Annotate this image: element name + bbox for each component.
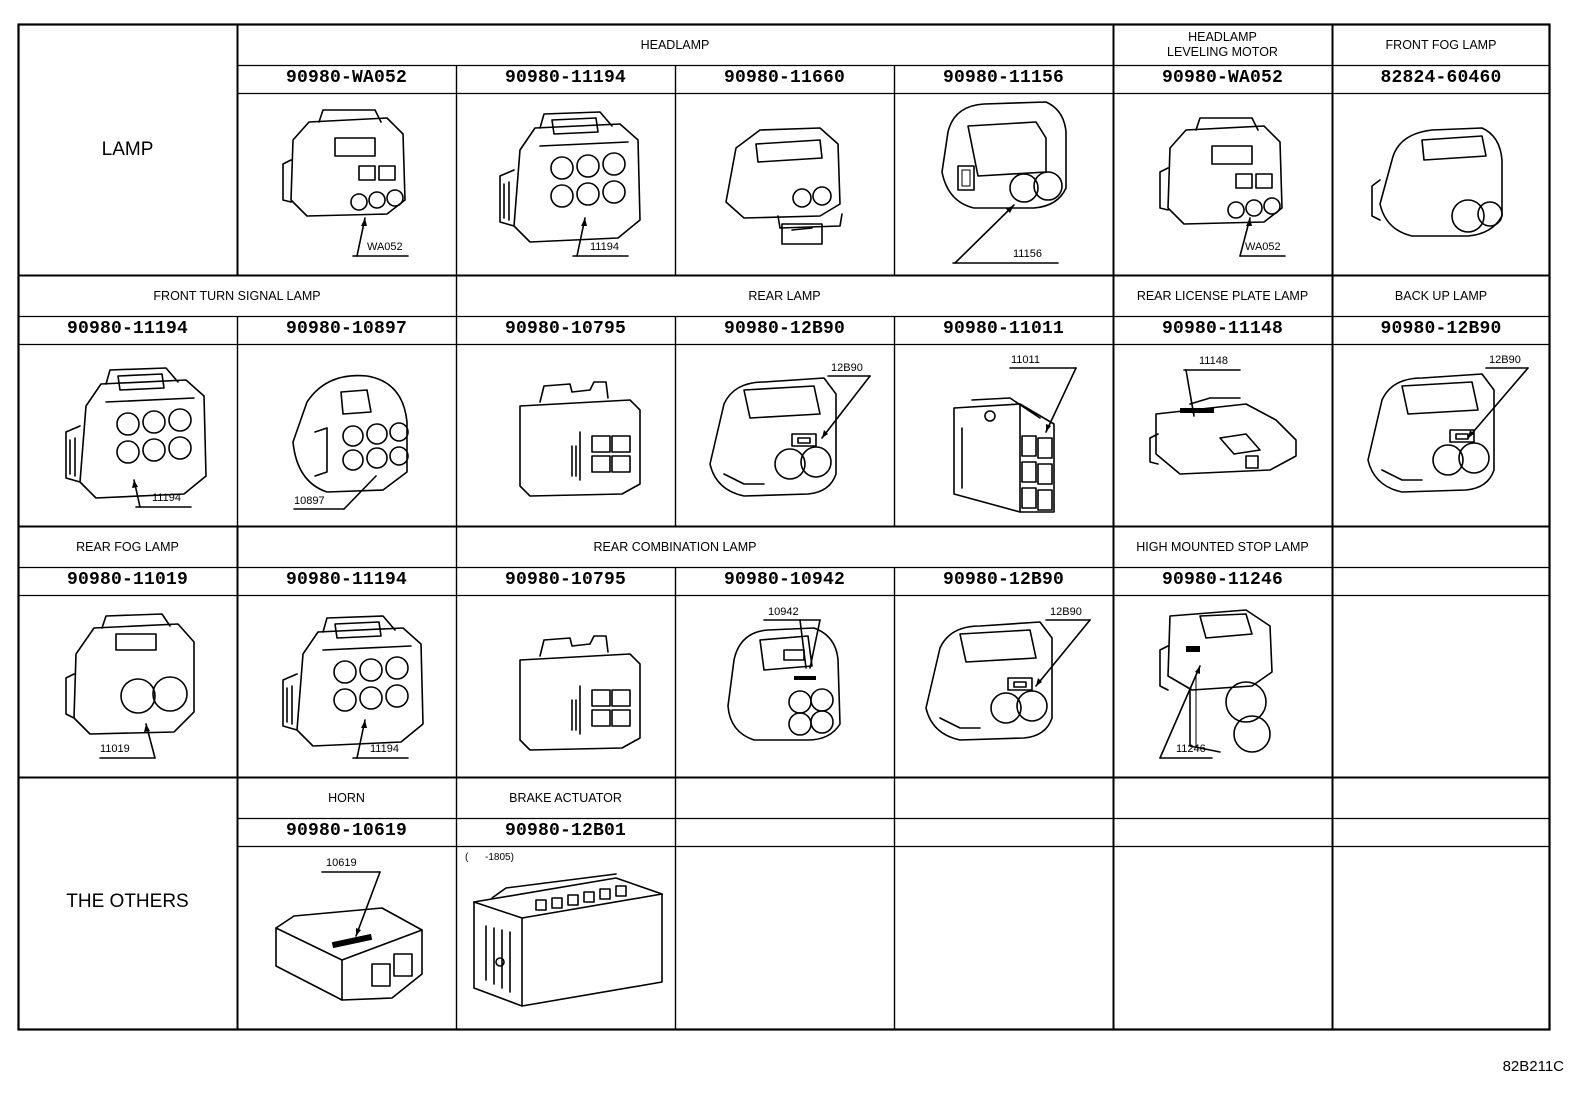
section-headlamp-leveling-motor: HEADLAMP LEVELING MOTOR [1167,30,1278,59]
connector-drawing [1149,397,1297,475]
part-number: 90980-11194 [504,68,627,88]
part-number: 90980-12B90 [1380,319,1502,339]
brake-actuator-range-note: ( -1805) [465,852,514,863]
part-number: 90980-11194 [285,570,408,590]
connector-drawing [1159,117,1283,225]
callout-label: 11019 [100,743,130,755]
part-number: 90980-10795 [504,319,627,339]
callout-label: 12B90 [1050,606,1082,618]
connector-drawing [473,873,663,1007]
section-rear-lamp: REAR LAMP [748,288,821,303]
connector-drawing [941,101,1067,209]
part-number: 90980-12B01 [504,821,627,841]
callout-label: 11194 [590,241,619,253]
part-number: 90980-11148 [1161,319,1284,339]
callout-label: 11246 [1176,743,1206,755]
connector-drawing [292,374,409,493]
diagram-reference: 82B211C [1502,1058,1564,1075]
section-horn: HORN [328,790,365,805]
callout-label: WA052 [1245,241,1281,253]
part-number: 90980-11660 [723,68,846,88]
part-number: 90980-11019 [66,570,189,590]
part-number: 82824-60460 [1380,68,1502,88]
part-number: 90980-10942 [723,570,846,590]
part-number: 90980-12B90 [723,319,846,339]
section-front-fog-lamp: FRONT FOG LAMP [1385,37,1497,52]
callout-label: 11148 [1199,355,1228,367]
section-high-mounted-stop-lamp: HIGH MOUNTED STOP LAMP [1136,539,1309,554]
callout-label: 10619 [326,857,357,869]
callout-label: 11011 [1011,354,1040,366]
part-number: 90980-WA052 [285,68,408,88]
section-rear-combination-lamp: REAR COMBINATION LAMP [593,539,757,554]
connector-drawing [1159,609,1273,753]
connector-drawing [725,127,843,245]
section-brake-actuator: BRAKE ACTUATOR [509,790,622,805]
connector-drawing [275,907,423,1001]
callout-label: 10897 [294,495,325,507]
callout-label: 12B90 [1489,354,1521,366]
callout-label: 12B90 [831,362,863,374]
category-lamp: LAMP [101,139,154,160]
section-rear-fog-lamp: REAR FOG LAMP [76,539,179,554]
callout-label: 11194 [370,743,399,755]
part-number: 90980-10619 [285,821,408,841]
part-number: 90980-10795 [504,570,627,590]
connector-drawing [282,109,406,217]
callout-label: 11156 [1013,248,1042,260]
category-the-others: THE OTHERS [66,891,189,912]
part-number: 90980-10897 [285,319,408,339]
part-number: 90980-12B90 [942,570,1065,590]
connector-drawing [1371,127,1503,237]
callout-label: WA052 [367,241,403,253]
part-number: 90980-11011 [942,319,1065,339]
section-front-turn-signal-lamp: FRONT TURN SIGNAL LAMP [153,288,321,303]
section-rear-license-plate-lamp: REAR LICENSE PLATE LAMP [1136,288,1309,303]
callout-label: 11194 [152,492,181,504]
callout-label: 10942 [768,606,799,618]
part-number: 90980-11194 [66,319,189,339]
section-back-up-lamp: BACK UP LAMP [1394,288,1488,303]
part-number: 90980-WA052 [1161,68,1284,88]
part-number: 90980-11156 [942,68,1065,88]
part-number: 90980-11246 [1161,570,1284,590]
connector-drawing [953,397,1055,513]
section-headlamp: HEADLAMP [640,37,710,52]
